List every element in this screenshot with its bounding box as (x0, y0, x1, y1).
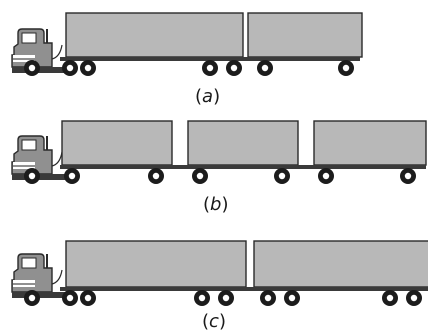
wheels-a (24, 60, 354, 76)
caption-b: (b) (203, 194, 229, 215)
caption-a: (a) (195, 86, 221, 107)
trailer-c2 (253, 240, 428, 288)
caption-c-letter: c (209, 311, 219, 332)
truck-b (11, 120, 427, 184)
chassis-c (60, 287, 428, 291)
trailer-b2 (187, 120, 299, 166)
truck-a (11, 12, 363, 76)
chassis-b (60, 165, 426, 169)
caption-c: (c) (202, 311, 226, 332)
trailer-c1 (65, 240, 247, 288)
tractor-cab-a (11, 28, 69, 74)
trailer-b1 (61, 120, 173, 166)
caption-b-letter: b (210, 194, 222, 215)
wheels-c (24, 290, 422, 306)
truck-c (11, 240, 428, 306)
trailer-a1 (65, 12, 244, 58)
trailer-a2 (247, 12, 363, 58)
wheels-b (24, 168, 416, 184)
tractor-cab-b (11, 135, 69, 181)
chassis-a (60, 57, 360, 61)
tractor-cab-c (11, 253, 69, 299)
trailer-b3 (313, 120, 427, 166)
caption-a-letter: a (202, 86, 214, 107)
